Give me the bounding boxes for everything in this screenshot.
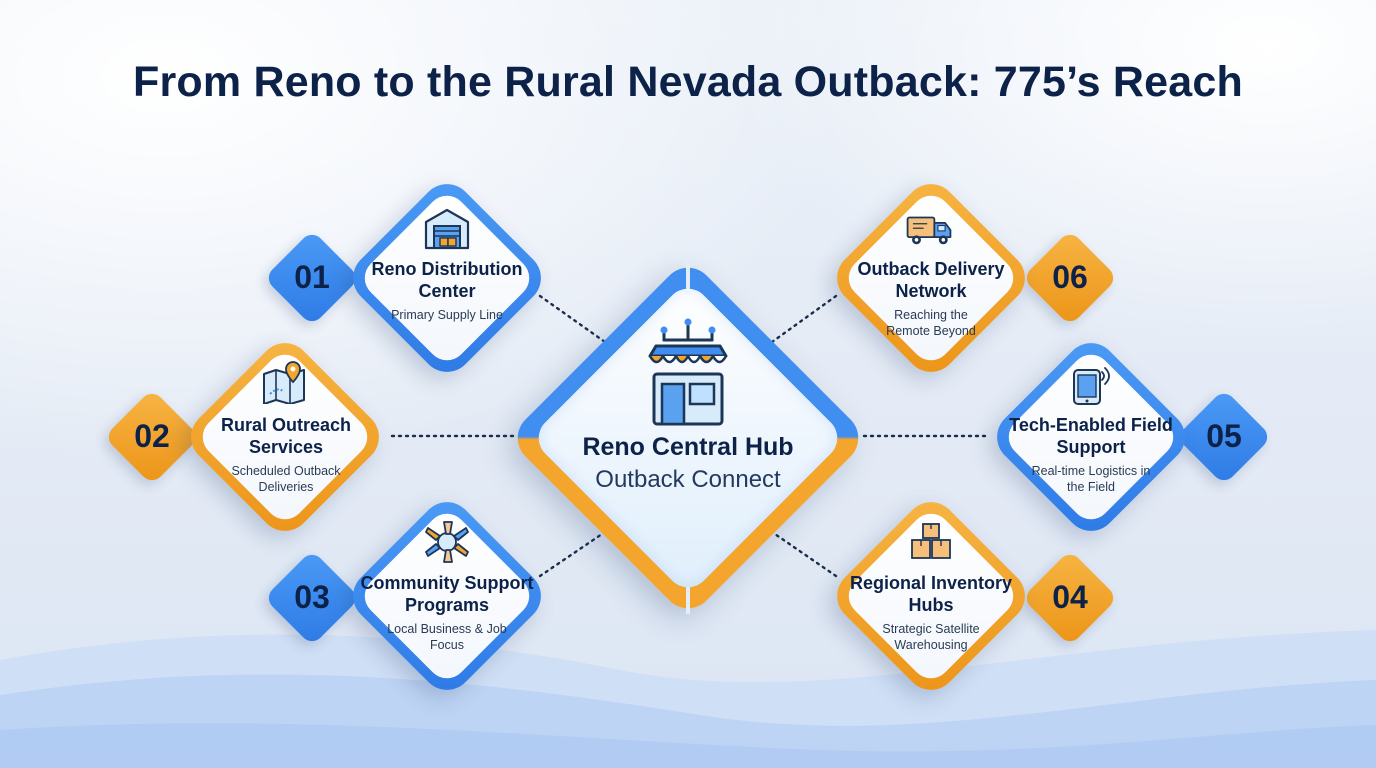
node-02-number: 02: [134, 418, 170, 454]
node-03-number: 03: [294, 579, 330, 615]
node-04-number: 04: [1052, 579, 1088, 615]
node-04-title: Regional Inventory Hubs: [849, 573, 1013, 615]
node-04-text: Regional Inventory Hubs Strategic Satell…: [841, 572, 1021, 653]
node-02-text: Rural Outreach Services Scheduled Outbac…: [196, 414, 376, 495]
hub-subtitle: Outback Connect: [595, 466, 781, 493]
connector-03: [538, 530, 607, 578]
connector-04: [770, 530, 838, 578]
node-01-text: Reno Distribution Center Primary Supply …: [357, 258, 537, 323]
delivery-truck-icon: [906, 216, 952, 245]
node-05-title: Tech-Enabled Field Support: [1009, 415, 1173, 457]
node-03-title: Community Support Programs: [360, 573, 534, 615]
map-pin-icon: [263, 361, 305, 404]
node-06-desc: Reaching the Remote Beyond: [886, 308, 976, 338]
warehouse-icon: [424, 208, 470, 250]
node-03-desc: Local Business & Job Focus: [387, 622, 507, 652]
hub-label: Reno Central Hub Outback Connect: [538, 433, 838, 494]
node-01-desc: Primary Supply Line: [391, 308, 503, 322]
node-04-desc: Strategic Satellite Warehousing: [882, 622, 980, 652]
node-05-desc: Real-time Logistics in the Field: [1031, 464, 1151, 494]
node-06-number: 06: [1052, 259, 1088, 295]
node-01-title: Reno Distribution Center: [371, 259, 523, 301]
node-01-number: 01: [294, 259, 330, 295]
connector-01: [538, 294, 607, 344]
page-title: From Reno to the Rural Nevada Outback: 7…: [133, 58, 1243, 106]
node-02-title: Rural Outreach Services: [220, 415, 352, 457]
node-03-text: Community Support Programs Local Busines…: [357, 572, 537, 653]
node-05-number: 05: [1206, 418, 1242, 454]
connector-06: [770, 294, 838, 344]
storefront-icon: [648, 318, 728, 426]
background-waves: [0, 630, 1376, 768]
stacked-boxes-icon: [911, 523, 951, 559]
hands-circle-icon: [425, 521, 469, 563]
hub-title: Reno Central Hub: [582, 433, 794, 461]
tablet-signal-icon: [1073, 367, 1110, 405]
node-05-text: Tech-Enabled Field Support Real-time Log…: [1001, 414, 1181, 495]
node-02-desc: Scheduled Outback Deliveries: [231, 464, 341, 494]
node-06-title: Outback Delivery Network: [857, 259, 1005, 301]
node-06-text: Outback Delivery Network Reaching the Re…: [841, 258, 1021, 339]
